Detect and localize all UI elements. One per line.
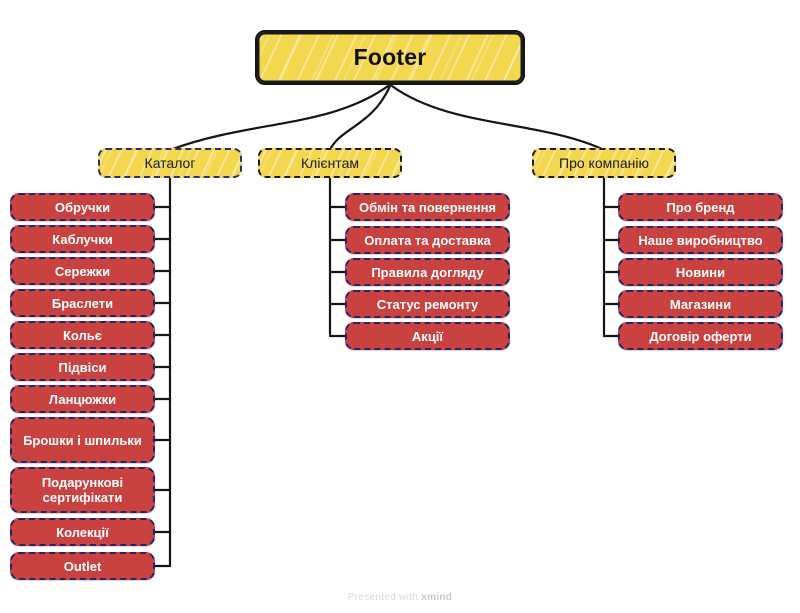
leaf-node-label: Новини [675,264,726,280]
connector-root-to-about [390,84,606,152]
leaf-node[interactable]: Договір оферти [618,322,783,350]
leaf-node[interactable]: Новини [618,258,783,286]
leaf-node-label: Ланцюжки [48,391,117,407]
leaf-node-label: Браслети [51,295,114,311]
leaf-node[interactable]: Ланцюжки [10,385,155,413]
leaf-node-label: Підвіси [58,359,107,375]
leaf-node-label: Outlet [63,558,102,574]
leaf-node[interactable]: Наше виробництво [618,226,783,254]
leaf-node[interactable]: Обручки [10,193,155,221]
branch-node-label: Клієнтам [301,155,359,171]
leaf-node-label: Подарункові сертифікати [41,475,124,505]
leaf-node[interactable]: Браслети [10,289,155,317]
leaf-node[interactable]: Брошки і шпильки [10,417,155,463]
leaf-node-label: Колекції [56,524,109,540]
branch-node-label: Про компанію [559,155,649,171]
leaf-node-label: Договір оферти [649,328,752,344]
watermark-prefix: Presented with [347,592,422,603]
leaf-node-label: Сережки [54,263,111,279]
leaf-node[interactable]: Правила догляду [345,258,510,286]
watermark-brand: xmind [421,592,453,603]
connector-root-to-catalog [168,84,390,152]
branch-node-clients[interactable]: Клієнтам [258,148,402,178]
leaf-node[interactable]: Подарункові сертифікати [10,467,155,513]
leaf-node[interactable]: Каблучки [10,225,155,253]
connector-root-to-clients [328,84,392,152]
branch-node-about[interactable]: Про компанію [532,148,676,178]
leaf-node[interactable]: Колекції [10,518,155,546]
leaf-node-label: Наше виробництво [638,232,763,248]
branch-node-label: Каталог [144,155,196,171]
leaf-node[interactable]: Оплата та доставка [345,226,510,254]
leaf-node-label: Правила догляду [371,264,484,280]
leaf-node[interactable]: Магазини [618,290,783,318]
leaf-node-label: Оплата та доставка [364,232,491,248]
root-node-footer[interactable]: Footer [255,30,525,85]
leaf-node-label: Кольє [63,327,102,343]
leaf-node-label: Статус ремонту [376,296,479,312]
branch-node-catalog[interactable]: Каталог [98,148,242,178]
leaf-node[interactable]: Outlet [10,552,155,580]
leaf-node[interactable]: Статус ремонту [345,290,510,318]
leaf-node-label: Про бренд [666,199,735,215]
leaf-node[interactable]: Сережки [10,257,155,285]
leaf-node[interactable]: Підвіси [10,353,155,381]
leaf-node-label: Магазини [669,296,732,312]
leaf-node[interactable]: Кольє [10,321,155,349]
leaf-node-label: Обмін та повернення [358,199,497,215]
leaf-node[interactable]: Акції [345,322,510,350]
leaf-node[interactable]: Про бренд [618,193,783,221]
root-node-label: Footer [353,44,427,70]
watermark: Presented with xmind [0,592,800,603]
leaf-node-label: Брошки і шпильки [23,432,142,448]
leaf-node-label: Обручки [54,199,111,215]
leaf-node-label: Каблучки [52,231,113,247]
leaf-node-label: Акції [411,328,444,344]
leaf-node[interactable]: Обмін та повернення [345,193,510,221]
